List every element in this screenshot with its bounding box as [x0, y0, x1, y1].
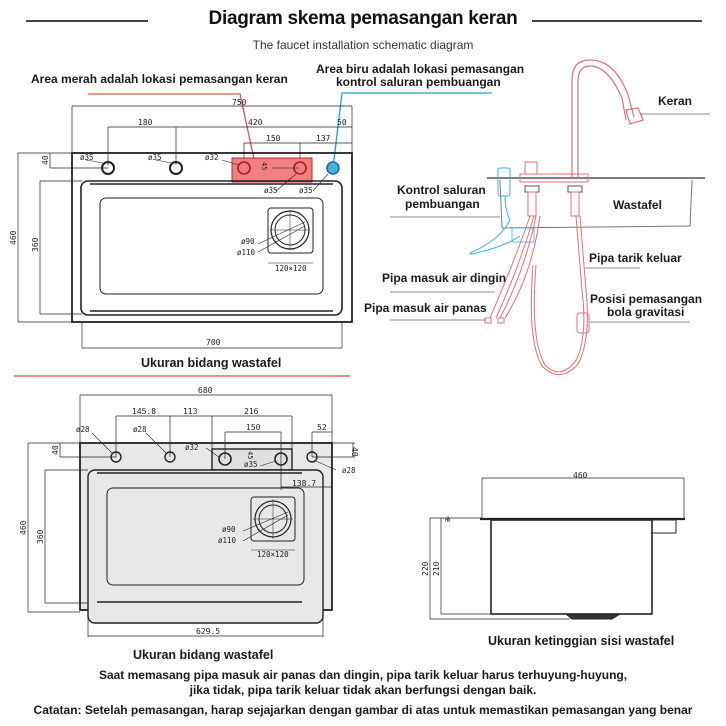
caption-top-view-2: Ukuran bidang wastafel — [133, 648, 274, 662]
dim-45-b: 45 — [246, 451, 254, 459]
label-pull-out-hose: Pipa tarik keluar — [589, 251, 682, 265]
dim-700: 700 — [206, 338, 221, 347]
faucet-body — [571, 59, 635, 178]
dim-460-side: 460 — [573, 471, 588, 480]
label-hole-2: ø35 — [148, 153, 162, 162]
label-sink: Wastafel — [613, 198, 662, 212]
label-drain-control-2: pembuangan — [405, 197, 480, 211]
label-hole-4b: ø35 — [244, 460, 258, 469]
hole-2 — [169, 161, 183, 175]
dim-52: 52 — [317, 423, 327, 432]
blue-area-note-line2: kontrol saluran pembuangan — [336, 75, 501, 89]
label-hole-3b: ø32 — [185, 443, 199, 452]
dim-216: 216 — [244, 407, 259, 416]
footer-note-1: Saat memasang pipa masuk air panas dan d… — [98, 668, 628, 682]
top-view-1 — [17, 92, 492, 349]
pull-out-hose — [533, 215, 585, 373]
faucet-spray-head — [625, 107, 644, 125]
dim-460-b: 460 — [19, 520, 28, 535]
label-cold-inlet: Pipa masuk air dingin — [382, 271, 507, 285]
faucet-diagram — [390, 59, 710, 375]
blue-area-leader — [332, 92, 492, 169]
dim-3: 3 — [444, 518, 452, 522]
dim-45: 45 — [260, 162, 268, 170]
footer-note-2: jika tidak, pipa tarik keluar tidak akan… — [189, 683, 537, 697]
dim-138-7: 138.7 — [292, 479, 316, 488]
drain-control — [497, 167, 511, 197]
hot-inlet-hose — [499, 215, 537, 319]
dim-210: 210 — [432, 561, 441, 576]
dim-180: 180 — [138, 118, 153, 127]
dim-150: 150 — [266, 134, 281, 143]
hole-3 — [237, 161, 251, 175]
top-view-2 — [27, 394, 355, 637]
dim-220: 220 — [421, 561, 430, 576]
dim-137: 137 — [316, 134, 331, 143]
label-gravity-ball-2: bola gravitasi — [607, 305, 685, 319]
label-hole-5: ø35 — [299, 186, 313, 195]
red-area-note: Area merah adalah lokasi pemasangan kera… — [31, 72, 288, 86]
gravity-ball — [576, 312, 590, 334]
dim-150-b: 150 — [246, 423, 261, 432]
dim-680: 680 — [198, 386, 213, 395]
label-hole-2b: ø28 — [133, 425, 147, 434]
label-hole-5b: ø28 — [342, 466, 356, 475]
label-gravity-ball-1: Posisi pemasangan — [590, 292, 703, 306]
dim-40-right: 40 — [350, 447, 359, 457]
dim-460: 460 — [9, 230, 18, 245]
dim-40: 40 — [41, 155, 50, 165]
dim-50: 50 — [337, 118, 347, 127]
page-title: Diagram skema pemasangan keran — [208, 8, 518, 29]
label-drain-box-b: 120×120 — [257, 550, 289, 559]
page-subtitle: The faucet installation schematic diagra… — [252, 38, 474, 52]
dim-145-8: 145.8 — [132, 407, 156, 416]
label-faucet: Keran — [658, 94, 693, 108]
dim-40-left: 40 — [51, 445, 60, 455]
dim-360: 360 — [31, 237, 40, 252]
label-drain-outer: ø110 — [237, 248, 256, 257]
label-hole-1: ø35 — [80, 153, 94, 162]
side-view — [429, 477, 685, 620]
label-hot-inlet: Pipa masuk air panas — [364, 301, 487, 315]
caption-top-view-1: Ukuran bidang wastafel — [141, 356, 282, 370]
dim-113: 113 — [183, 407, 198, 416]
footer-note-3: Catatan: Setelah pemasangan, harap sejaj… — [33, 703, 693, 717]
hole-1 — [101, 161, 115, 175]
title-rule-right — [532, 20, 702, 22]
label-drain-inner-b: ø90 — [222, 525, 236, 534]
hole-drain-control — [326, 161, 340, 175]
label-hole-1b: ø28 — [76, 425, 90, 434]
label-hole-4: ø35 — [264, 186, 278, 195]
blue-area-note-line1: Area biru adalah lokasi pemasangan — [316, 62, 525, 76]
label-drain-inner: ø90 — [241, 237, 255, 246]
label-drain-control-1: Kontrol saluran — [397, 183, 486, 197]
dim-629-5: 629.5 — [196, 627, 220, 636]
red-area-leader — [88, 93, 257, 169]
cold-inlet-hose — [489, 215, 531, 319]
dim-420: 420 — [248, 118, 263, 127]
faucet-base — [519, 173, 589, 183]
label-drain-box: 120×120 — [275, 264, 307, 273]
title-rule-left — [26, 20, 148, 22]
caption-side-view: Ukuran ketinggian sisi wastafel — [488, 634, 675, 648]
dim-750: 750 — [232, 98, 247, 107]
label-hole-3: ø32 — [205, 153, 219, 162]
dim-360-b: 360 — [36, 529, 45, 544]
label-drain-outer-b: ø110 — [218, 536, 237, 545]
